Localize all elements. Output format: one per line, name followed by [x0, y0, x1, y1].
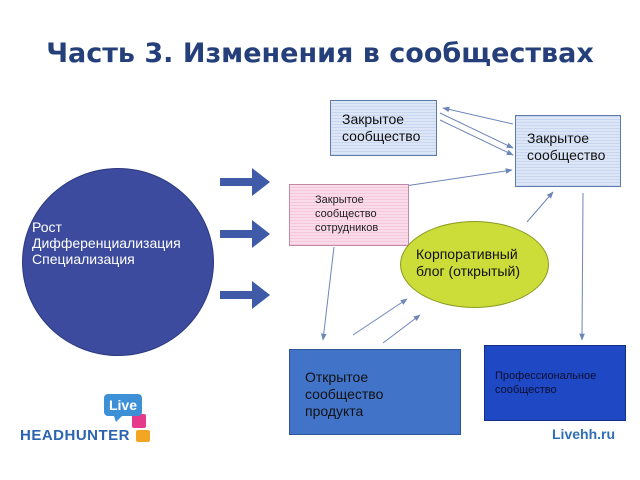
closed-community-box-1 — [330, 100, 437, 156]
connector-employees-closed2 — [404, 168, 513, 187]
product-line-1: Открытое — [305, 369, 369, 385]
circle-line-2: Дифференциализация — [32, 235, 181, 251]
connector-closed1-closed2-b — [439, 119, 514, 156]
connector-closed2-closed1 — [442, 106, 514, 125]
closed-community-box-2 — [515, 115, 621, 187]
product-community-label: Открытое сообщество продукта — [305, 369, 383, 420]
block-arrow-1 — [220, 168, 270, 196]
employees-line-3: сотрудников — [315, 222, 379, 234]
page-title: Часть 3. Изменения в сообществах — [46, 38, 594, 69]
site-link[interactable]: Livehh.ru — [552, 426, 616, 442]
connector-product-corporate-a — [352, 298, 408, 336]
professional-line-1: Профессиональное — [495, 370, 597, 382]
circle-line-3: Специализация — [32, 251, 135, 267]
product-community-box — [289, 349, 461, 435]
employees-community-label: Закрытое сообщество сотрудников — [315, 193, 378, 235]
professional-line-2: сообщество — [495, 384, 557, 396]
logo-orange-square — [136, 430, 150, 442]
employees-community-box — [289, 184, 409, 246]
product-line-2: сообщество — [305, 386, 384, 402]
closed1-line-1: Закрытое — [342, 111, 405, 127]
product-line-3: продукта — [305, 403, 364, 419]
logo-pink-square — [132, 414, 146, 428]
connector-employees-product — [320, 246, 335, 341]
block-arrow-2 — [220, 220, 270, 248]
closed-community-label-2: Закрытое сообщество — [527, 130, 605, 164]
corporate-line-2: блог (открытый) — [416, 263, 520, 279]
closed2-line-2: сообщество — [527, 147, 606, 163]
connector-product-corporate-b — [382, 314, 421, 344]
connector-corporate-closed2 — [526, 191, 554, 223]
logo-live-badge — [104, 394, 142, 416]
connector-closed1-closed2-a — [439, 112, 514, 149]
closed-community-label-1: Закрытое сообщество — [342, 111, 420, 145]
connector-closed2-professional — [579, 192, 585, 341]
block-arrow-3 — [220, 281, 270, 309]
professional-community-label: Профессиональное сообщество — [495, 369, 596, 397]
corporate-blog-ellipse — [400, 221, 549, 308]
employees-line-2: сообщество — [315, 208, 377, 220]
logo-brand-text: HEADHUNTER — [20, 427, 130, 444]
growth-circle-label: Рост Дифференциализация Специализация — [32, 219, 181, 267]
closed2-line-1: Закрытое — [527, 130, 590, 146]
corporate-blog-label: Корпоративный блог (открытый) — [416, 246, 520, 280]
circle-line-1: Рост — [32, 219, 62, 235]
professional-community-box — [484, 345, 626, 421]
growth-circle — [22, 168, 214, 356]
headhunter-live-logo: Live HEADHUNTER — [20, 394, 150, 444]
employees-line-1: Закрытое — [315, 194, 364, 206]
closed1-line-2: сообщество — [342, 128, 421, 144]
logo-live-text: Live — [109, 397, 137, 413]
corporate-line-1: Корпоративный — [416, 246, 518, 262]
